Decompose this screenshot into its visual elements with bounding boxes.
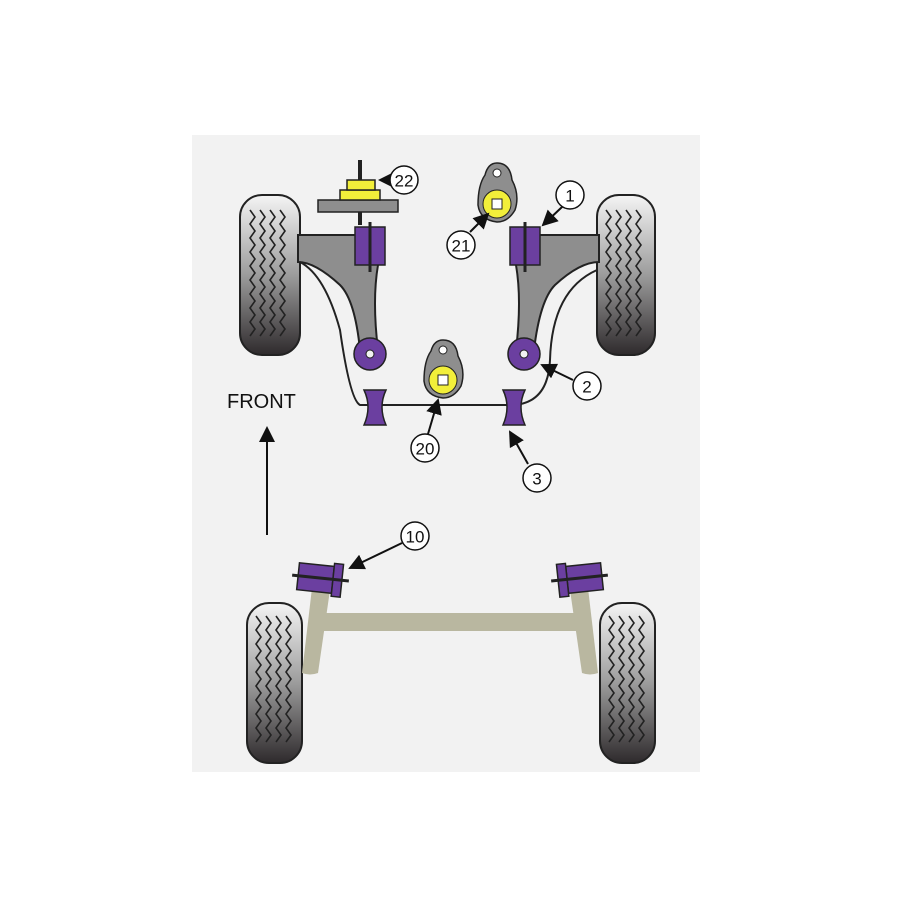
front-left-inner-bushing [354,222,386,272]
rear-axle-beam [318,613,584,631]
front-right-tire [596,194,656,356]
callout-3: 3 [522,463,552,493]
arb-bushing-right [501,389,527,426]
top-mount [317,160,399,225]
callout-22: 22 [389,165,419,195]
engine-mount-20 [423,339,464,399]
front-left-tire [239,194,301,356]
svg-text:1: 1 [565,187,574,206]
callout-20: 20 [410,433,440,463]
arb-bushing-left [362,389,388,426]
callout-2: 2 [572,371,602,401]
rear-right-bushing [551,561,609,599]
rear-right-trailing-arm [570,588,598,675]
rear-left-trailing-arm [302,588,330,675]
engine-mount-21 [477,162,518,223]
svg-text:3: 3 [532,470,541,489]
callout-1: 1 [555,180,585,210]
rear-left-tire [246,602,303,764]
front-direction-label: FRONT [227,391,296,413]
callout-21: 21 [446,230,476,260]
svg-text:2: 2 [582,378,591,397]
rear-right-tire [599,602,656,764]
front-right-inner-bushing [509,222,541,272]
callout-leaders [348,172,574,570]
front-left-rear-bushing [353,337,387,371]
svg-text:21: 21 [452,237,471,256]
svg-text:10: 10 [406,528,425,547]
front-right-rear-bushing [507,337,541,371]
rear-left-bushing [291,561,349,599]
callout-10: 10 [400,521,430,551]
svg-text:22: 22 [395,172,414,191]
svg-text:20: 20 [416,440,435,459]
